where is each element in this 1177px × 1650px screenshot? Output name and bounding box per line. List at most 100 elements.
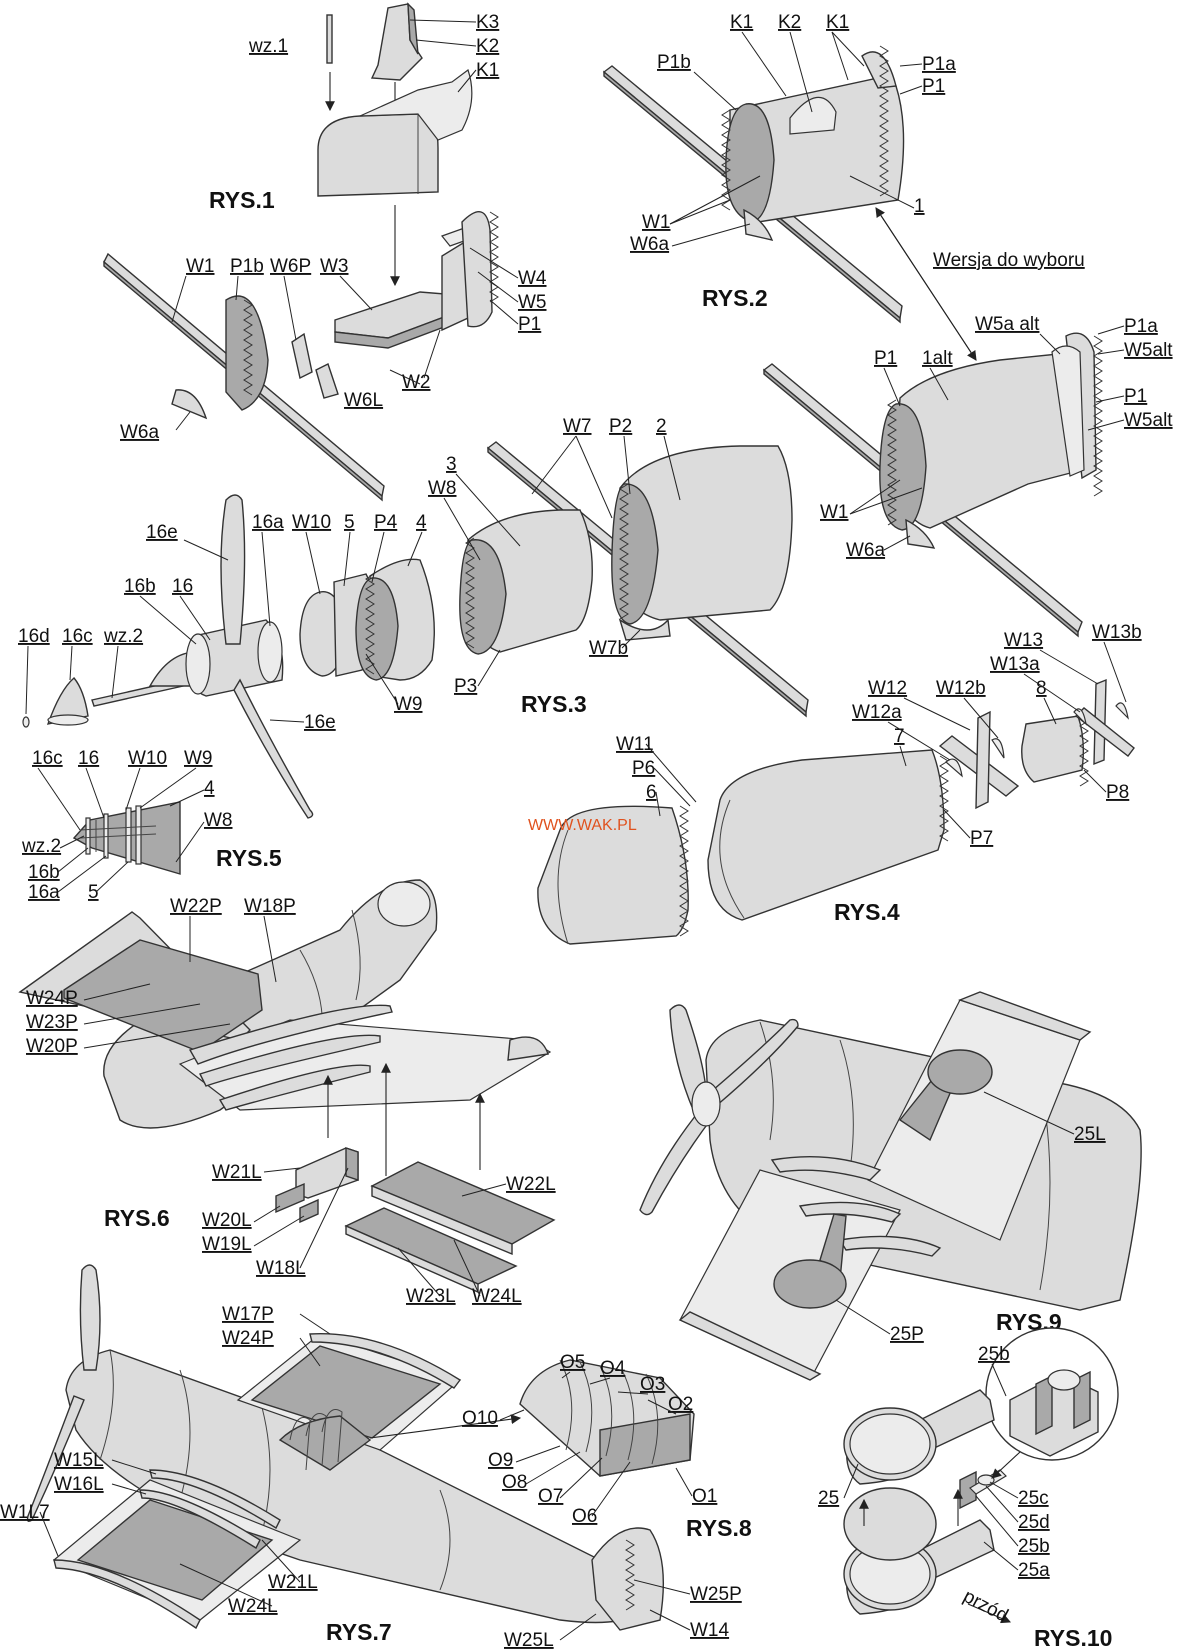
figure-propeller-assembly: 16e 16a W10 5 P4 4 16b 16 16d 16c wz.2 W… [18,494,435,819]
label-r3-p3: P3 [454,676,477,697]
label-r5t-16d: 16d [18,626,50,647]
label-r7-w14: W14 [690,1620,730,1641]
label-r2-w6a: W6a [630,234,670,255]
label-r7-w21l: W21L [268,1572,318,1593]
figure-rys4: W13 W13b W13a W12 W12b 8 W12a 7 P8 W11 P… [528,622,1142,945]
rys6-title: RYS.6 [104,1205,170,1231]
label-r8-o7: O7 [538,1486,563,1507]
part-cockpit-box [317,113,439,197]
label-r5t-4: 4 [416,512,427,533]
label-r6-w23l: W23L [406,1286,456,1307]
label-r5t-16a: 16a [252,512,284,533]
label-alt-w1: W1 [820,502,849,523]
label-r2-w1: W1 [642,212,671,233]
label-r6-w20p: W20P [26,1036,78,1057]
label-r4-w11: W11 [616,734,654,755]
label-r4-7: 7 [894,726,905,747]
label-alt-p1b: P1 [1124,386,1147,407]
part-blade-16e-bottom [233,678,314,819]
rys10-title: RYS.10 [1034,1625,1112,1650]
label-r4-6: 6 [646,782,657,803]
part-former-p1b-rys2 [725,103,775,223]
label-r1-p1b: P1b [230,256,264,277]
label-r1-w1: W1 [186,256,215,277]
rys2-title: RYS.2 [702,285,768,311]
label-r2-k1b: K1 [826,12,849,33]
label-r6-w22p: W22P [170,896,222,917]
part-w6p [291,332,313,380]
part-w6a-alt [905,518,936,549]
label-r6-w23p: W23P [26,1012,78,1033]
figure-rys2: K1 K2 K1 P1b P1a P1 W1 W6a 1 RYS.2 Wersj… [602,12,1085,361]
label-k3: K3 [476,12,499,33]
label-r1-w6p: W6P [270,256,311,277]
label-r1-w6a: W6a [120,422,160,443]
label-r2-p1a: P1a [922,54,956,75]
label-r3-3: 3 [446,454,457,475]
label-r3-w7: W7 [563,416,592,437]
label-r10-przod: przód [960,1586,1012,1627]
figure-rys6: W22P W18P W24P W23P W20P W21L W22L W20L … [18,879,556,1307]
part-blade-16e-top [220,494,246,645]
part-former-p1b [225,295,269,411]
label-r3-p2: P2 [609,416,632,437]
label-alt-p1a: P1a [1124,316,1158,337]
part-w6a-rys2 [743,208,774,241]
figure-alt-version: W5a alt P1a W5alt P1 1alt P1 W5alt W1 W6… [762,314,1173,638]
part-spinner-16c [46,677,89,725]
label-r1-w3: W3 [320,256,349,277]
label-r8-o8: O8 [502,1472,527,1493]
label-r6-w22l: W22L [506,1174,556,1195]
label-r4-w13a: W13a [990,654,1040,675]
label-r8-o4: O4 [600,1358,626,1379]
part-w20l [275,1182,305,1214]
label-r10-25: 25 [818,1488,839,1509]
label-r6-w20l: W20L [202,1210,252,1231]
figure-rys1: wz.1 K3 K2 K1 RYS.1 W1 P1b W6P W3 W4 W5 … [103,2,547,502]
label-r2-p1: P1 [922,76,945,97]
label-r5-4: 4 [204,778,215,799]
label-r10-25a: 25a [1018,1560,1050,1581]
label-r5-w10: W10 [128,748,167,769]
part-cockpit-ribs [278,1415,372,1471]
part-w6l [315,363,339,399]
part-blade-rys7-bottom [26,1395,85,1523]
part-fuselage-8 [1021,715,1085,783]
label-r4-w13b: W13b [1092,622,1142,643]
label-r5t-w9: W9 [394,694,423,715]
label-r10-25b: 25b [1018,1536,1050,1557]
part-fuselage-1alt [895,353,1085,529]
label-r6-w24l: W24L [472,1286,522,1307]
rys1-title: RYS.1 [209,187,275,213]
part-blade-rys9-right [704,1018,799,1107]
label-k1: K1 [476,60,499,81]
label-r8-o1: O1 [692,1486,717,1507]
label-r10-25c: 25c [1018,1488,1049,1509]
label-r5t-16e: 16e [146,522,178,543]
figure-rys10: 25b 25 25c 25d 25b 25a przód RYS.10 [818,1327,1119,1650]
label-r10-25d: 25d [1018,1512,1050,1533]
label-r1-w5: W5 [518,292,547,313]
label-r5t-p4: P4 [374,512,398,533]
rys4-title: RYS.4 [834,899,900,925]
label-r5t-16c: 16c [62,626,93,647]
label-r8-o3: O3 [640,1374,665,1395]
website-url: WWW.WAK.PL [528,817,637,834]
label-r3-2: 2 [656,416,667,437]
label-r5t-w10: W10 [292,512,331,533]
rys7-title: RYS.7 [326,1619,392,1645]
label-r7-w17p: W17P [222,1304,274,1325]
label-r5-wz2: wz.2 [21,836,61,857]
label-r7-w15l: W15L [54,1450,104,1471]
label-r2-k1a: K1 [730,12,753,33]
label-r5-w8: W8 [204,810,233,831]
label-r6-w18p: W18P [244,896,296,917]
label-r3-w7b: W7b [589,638,628,659]
label-r1-w4: W4 [518,268,547,289]
label-r6-w18l: W18L [256,1258,306,1279]
label-r8-o6: O6 [572,1506,597,1527]
label-r9-25l: 25L [1074,1124,1106,1145]
label-alt-w5alt1: W5alt [1124,340,1173,361]
part-w19l [299,1198,319,1224]
